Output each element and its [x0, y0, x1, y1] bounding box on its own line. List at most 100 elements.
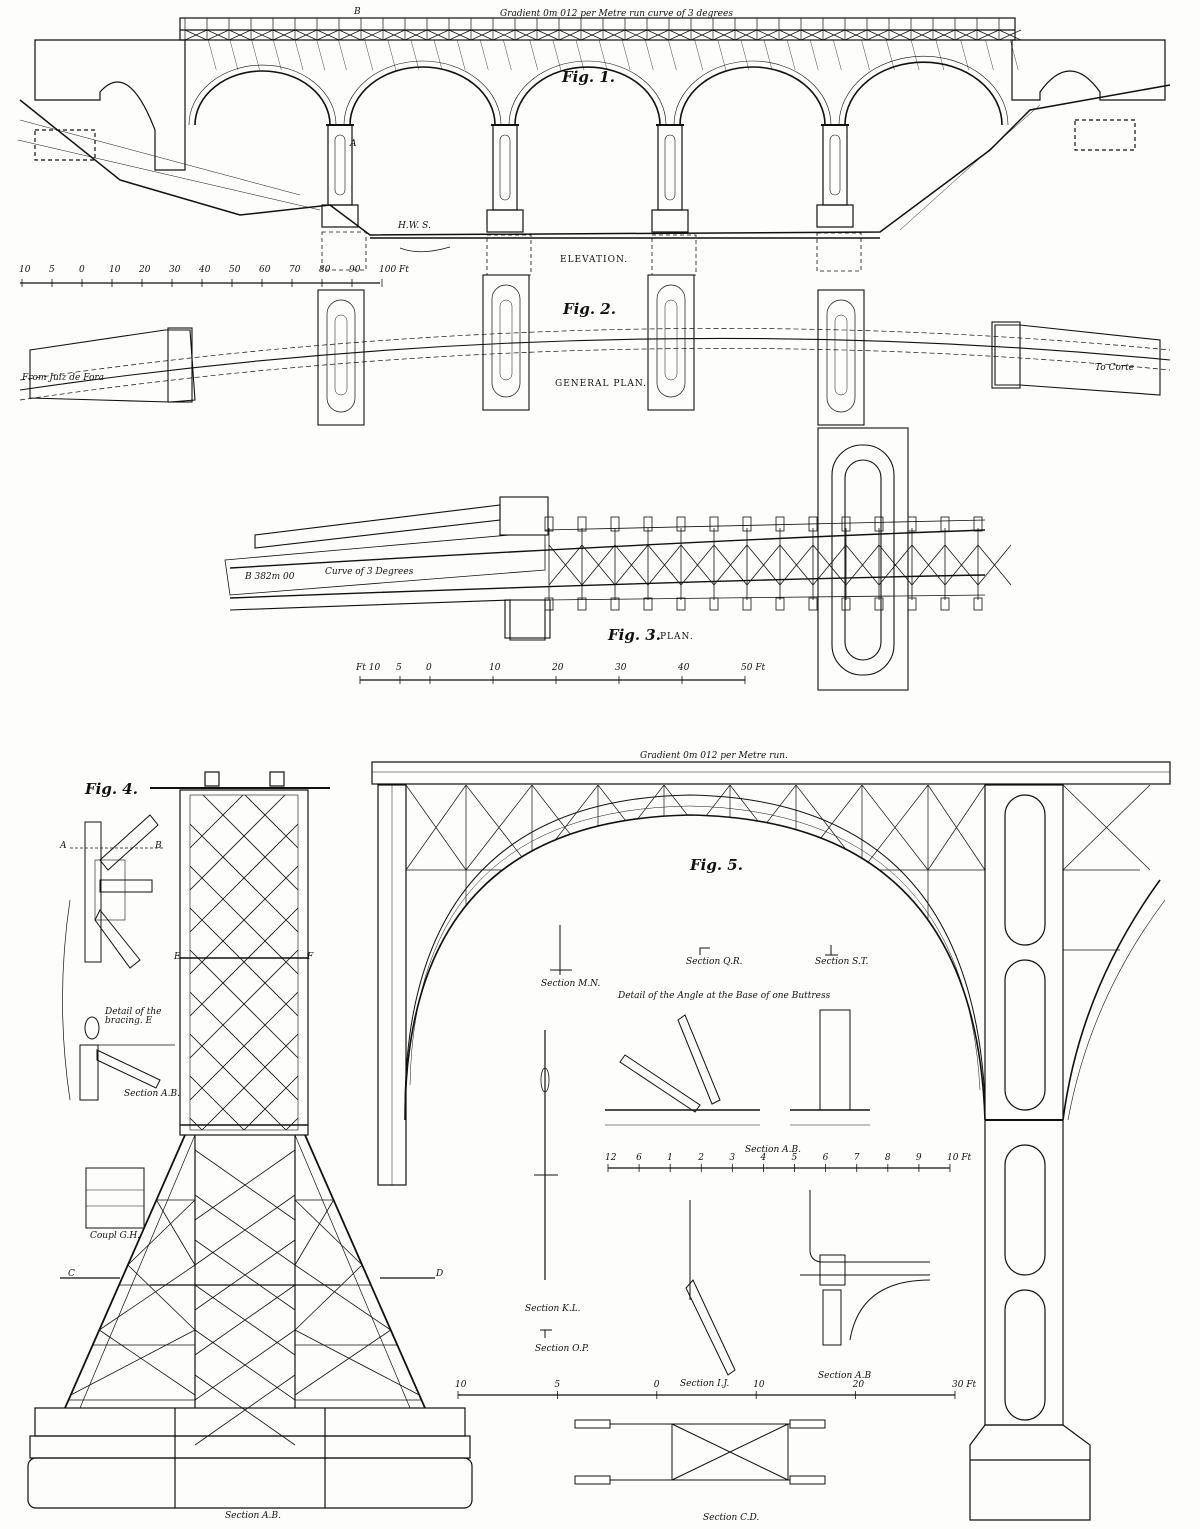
- fig5-scale-a-tick: 12: [605, 1153, 617, 1163]
- fig5-scale-a-tick: 4: [760, 1153, 767, 1163]
- fig1-scale-tick: 0: [79, 265, 85, 275]
- fig5-scale-b-tick: 10: [455, 1380, 467, 1390]
- fig2-pier-footprint: [317, 289, 365, 426]
- fig1-gradient-note: Gradient 0m 012 per Metre run curve of 3…: [500, 9, 733, 19]
- fig1-scale-tick: 50: [229, 265, 241, 275]
- fig4-pier: [27, 771, 473, 1509]
- fig4-mark-a: A: [60, 841, 67, 851]
- fig1-mark-a: A: [350, 139, 357, 149]
- fig5-scale-a-tick: 1: [667, 1153, 673, 1163]
- fig3-scale-tick: 50 Ft: [741, 663, 766, 673]
- fig1-arch: [349, 66, 496, 126]
- fig5-gradient-note: Gradient 0m 012 per Metre run.: [640, 751, 788, 761]
- fig5-scale-a-tick: 9: [915, 1153, 922, 1163]
- fig1-scale-tick: 10: [19, 265, 31, 275]
- fig5-arch-span: [371, 761, 1171, 1521]
- fig5-scale-b-tick: 10: [753, 1380, 765, 1390]
- fig3-scale-tick: 20: [552, 663, 564, 673]
- fig3-plan: [224, 427, 1012, 691]
- fig3-title: Fig. 3.: [608, 626, 661, 644]
- fig2-to-label: To Corte: [1095, 363, 1135, 373]
- fig1-arch: [844, 61, 1003, 126]
- fig3-station: B 382m 00: [245, 572, 295, 582]
- fig5-section-kl: Section K.L.: [525, 1304, 581, 1314]
- fig1-pier: [657, 124, 683, 211]
- fig5-scale-a-tick: 2: [698, 1153, 704, 1163]
- ground-profile: [19, 84, 1171, 236]
- fig1-scale-tick: 70: [289, 265, 301, 275]
- fig5-section-st: Section S.T.: [815, 957, 869, 967]
- fig5-scale-b-tick: 0: [653, 1380, 660, 1390]
- fig5-scale-a-tick: 6: [636, 1153, 642, 1163]
- fig1-scale-tick: 5: [49, 265, 55, 275]
- fig1-scale-tick: 30: [169, 265, 181, 275]
- fig1-pier: [327, 124, 353, 206]
- fig1-title: Fig. 1.: [562, 68, 615, 86]
- fig1-arch: [514, 66, 661, 126]
- fig5-scale-a-tick: 6: [822, 1153, 829, 1163]
- fig3-scale-tick: 30: [615, 663, 627, 673]
- fig4-mark-b: B: [155, 841, 162, 851]
- fig2-pier-footprint: [482, 274, 530, 411]
- fig4-detail-label: Detail of the bracing. E: [105, 1007, 162, 1026]
- fig1-scale-tick: 60: [259, 265, 271, 275]
- fig4-section-ab-base: Section A.B.: [225, 1511, 281, 1521]
- fig5-section-mn: Section M.N.: [541, 979, 601, 989]
- fig1-pier: [822, 124, 848, 206]
- fig5-scale-a-tick: 5: [791, 1153, 798, 1163]
- plan-left-abutment: [29, 329, 196, 403]
- fig5-scale-a-tick: 8: [884, 1153, 891, 1163]
- fig1-scale-tick: 100 Ft: [379, 265, 409, 275]
- fig5-section-ab: Section A.B.: [745, 1145, 801, 1155]
- fig3-curve: Curve of 3 Degrees: [325, 567, 414, 577]
- right-masonry-abutment: [1011, 39, 1166, 101]
- fig1-arch: [194, 70, 331, 126]
- fig2-general-plan: [19, 274, 1171, 426]
- fig5-scale-b-tick: 30 Ft: [952, 1380, 977, 1390]
- fig4-mark-f: F: [307, 952, 314, 962]
- fig5-section-op: Section O.P.: [535, 1344, 589, 1354]
- fig5-detail-title: Detail of the Angle at the Base of one B…: [618, 991, 831, 1001]
- fig4-title: Fig. 4.: [85, 780, 138, 798]
- fig4-section-ab-small: Section A.B.: [124, 1089, 180, 1099]
- fig2-from-label: From Juiz de Fora: [22, 373, 105, 383]
- fig1-pier: [492, 124, 518, 211]
- fig3-scale-tick: 5: [396, 663, 402, 673]
- fig3-caption: PLAN.: [660, 632, 694, 642]
- fig1-scale-tick: 90: [349, 265, 361, 275]
- fig5-title: Fig. 5.: [690, 856, 743, 874]
- fig3-scale-tick: 10: [489, 663, 501, 673]
- fig5-scale-b-tick: 5: [554, 1380, 561, 1390]
- arch-intrados: [404, 814, 986, 1121]
- fig2-pier-footprint: [647, 274, 695, 411]
- fig3-scale-tick: 40: [678, 663, 690, 673]
- fig1-scale-tick: 20: [139, 265, 151, 275]
- fig2-title: Fig. 2.: [563, 300, 616, 318]
- fig5-section-cd: Section C.D.: [703, 1513, 760, 1523]
- fig5-section-qr: Section Q.R.: [686, 957, 743, 967]
- fig2-pier-footprint: [817, 289, 865, 426]
- fig5-scale-b-tick: 20: [852, 1380, 865, 1390]
- left-masonry-abutment: [34, 39, 186, 171]
- fig5-scale-a-tick: 10 Ft: [947, 1153, 972, 1163]
- fig1-scale-tick: 40: [199, 265, 211, 275]
- fig5-scale-a-tick: 7: [853, 1153, 860, 1163]
- fig1-arch: [679, 66, 826, 126]
- fig3-scale-tick: Ft 10: [356, 663, 381, 673]
- fig4-mark-c: C: [68, 1269, 75, 1279]
- fig3-scale-tick: 0: [426, 663, 432, 673]
- fig1-high-water: H.W. S.: [398, 221, 431, 231]
- fig4-section-gh: Coupl G.H.: [90, 1231, 141, 1241]
- fig5-scale-a-tick: 3: [729, 1153, 736, 1163]
- fig1-scale-tick: 10: [109, 265, 121, 275]
- fig4-mark-e: E: [174, 952, 181, 962]
- fig2-caption: GENERAL PLAN.: [555, 379, 648, 389]
- fig1-caption: ELEVATION.: [560, 255, 629, 265]
- fig5-section-ij: Section I.J.: [680, 1379, 730, 1389]
- fig1-mark-b: B: [354, 7, 361, 17]
- fig4-mark-d: D: [436, 1269, 444, 1279]
- fig1-scale-tick: 80: [319, 265, 331, 275]
- fig5-section-ab-right: Section A.B: [818, 1371, 872, 1381]
